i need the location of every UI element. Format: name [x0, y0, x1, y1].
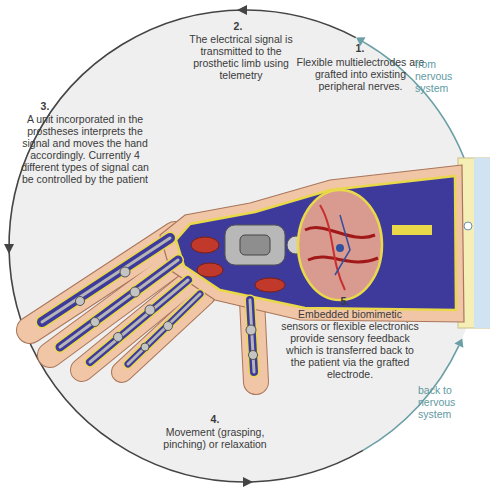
step-text: A unit incorporated in the prostheses in… [14, 113, 156, 185]
callout-number: 3. [5, 100, 85, 112]
finger-mechanism [42, 238, 254, 372]
sleeve-band [474, 158, 490, 328]
callout-number: 4. [175, 413, 255, 425]
callout-number: 1. [320, 42, 400, 54]
electrode-lead [392, 225, 432, 235]
arrow-head [4, 244, 14, 254]
flow-label: from nervous system [415, 58, 475, 94]
palm-mechanism [191, 225, 305, 292]
arrow-head [243, 477, 253, 487]
arrow-head [454, 339, 463, 348]
forearm [160, 165, 464, 322]
joints [76, 267, 258, 360]
callout-number: 5. [305, 295, 385, 307]
step-text: Movement (grasping, pinching) or relaxat… [162, 426, 268, 450]
nerve-window [298, 190, 382, 300]
sleeve-button [464, 222, 472, 230]
flow-label: back to nervous system [418, 384, 476, 420]
cycle-disc [9, 10, 481, 482]
step-text: Flexible multielectrodes are grafted int… [293, 56, 428, 92]
prosthetic-sheath [176, 176, 456, 310]
step-text: The electrical signal is transmitted to … [181, 33, 301, 81]
step-text: Embedded biomimetic sensors or flexible … [281, 308, 419, 380]
arrow-head [237, 5, 247, 15]
callout-number: 2. [198, 20, 278, 32]
